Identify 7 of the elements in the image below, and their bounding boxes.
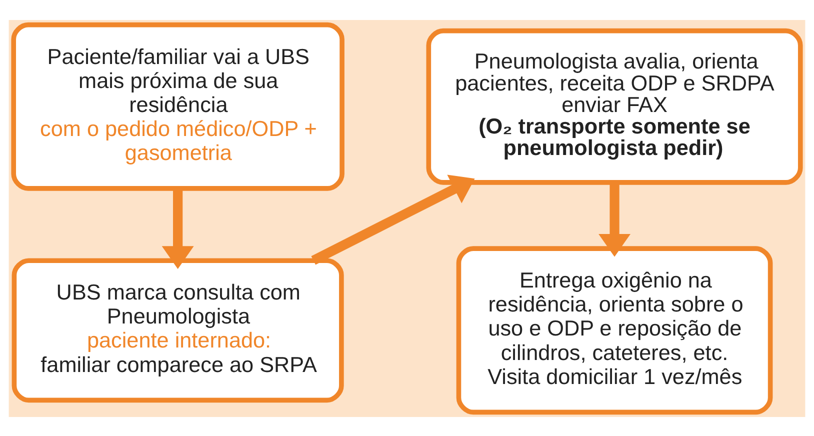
arrow [311, 174, 475, 264]
node-box: Pneumologista avalia, orienta pacientes, receita ODP e SRDPA enviar FAX (O₂ transporte somente se pneumologista pedir) [426, 28, 803, 184]
arrow [162, 188, 194, 268]
node-box: UBS marca consulta com Pneumologista paciente internado: familiar comparece ao SRPA [12, 258, 344, 402]
arrow [598, 182, 630, 256]
node-box: Entrega oxigênio na residência, orienta sobre o uso e ODP e reposição de cilindros, cateteres, etc. Visita domiciliar 1 vez/mês [456, 246, 773, 414]
node-box: Paciente/familiar vai a UBS mais próxima de sua residência com o pedido médico/ODP + gasometria [11, 22, 344, 190]
